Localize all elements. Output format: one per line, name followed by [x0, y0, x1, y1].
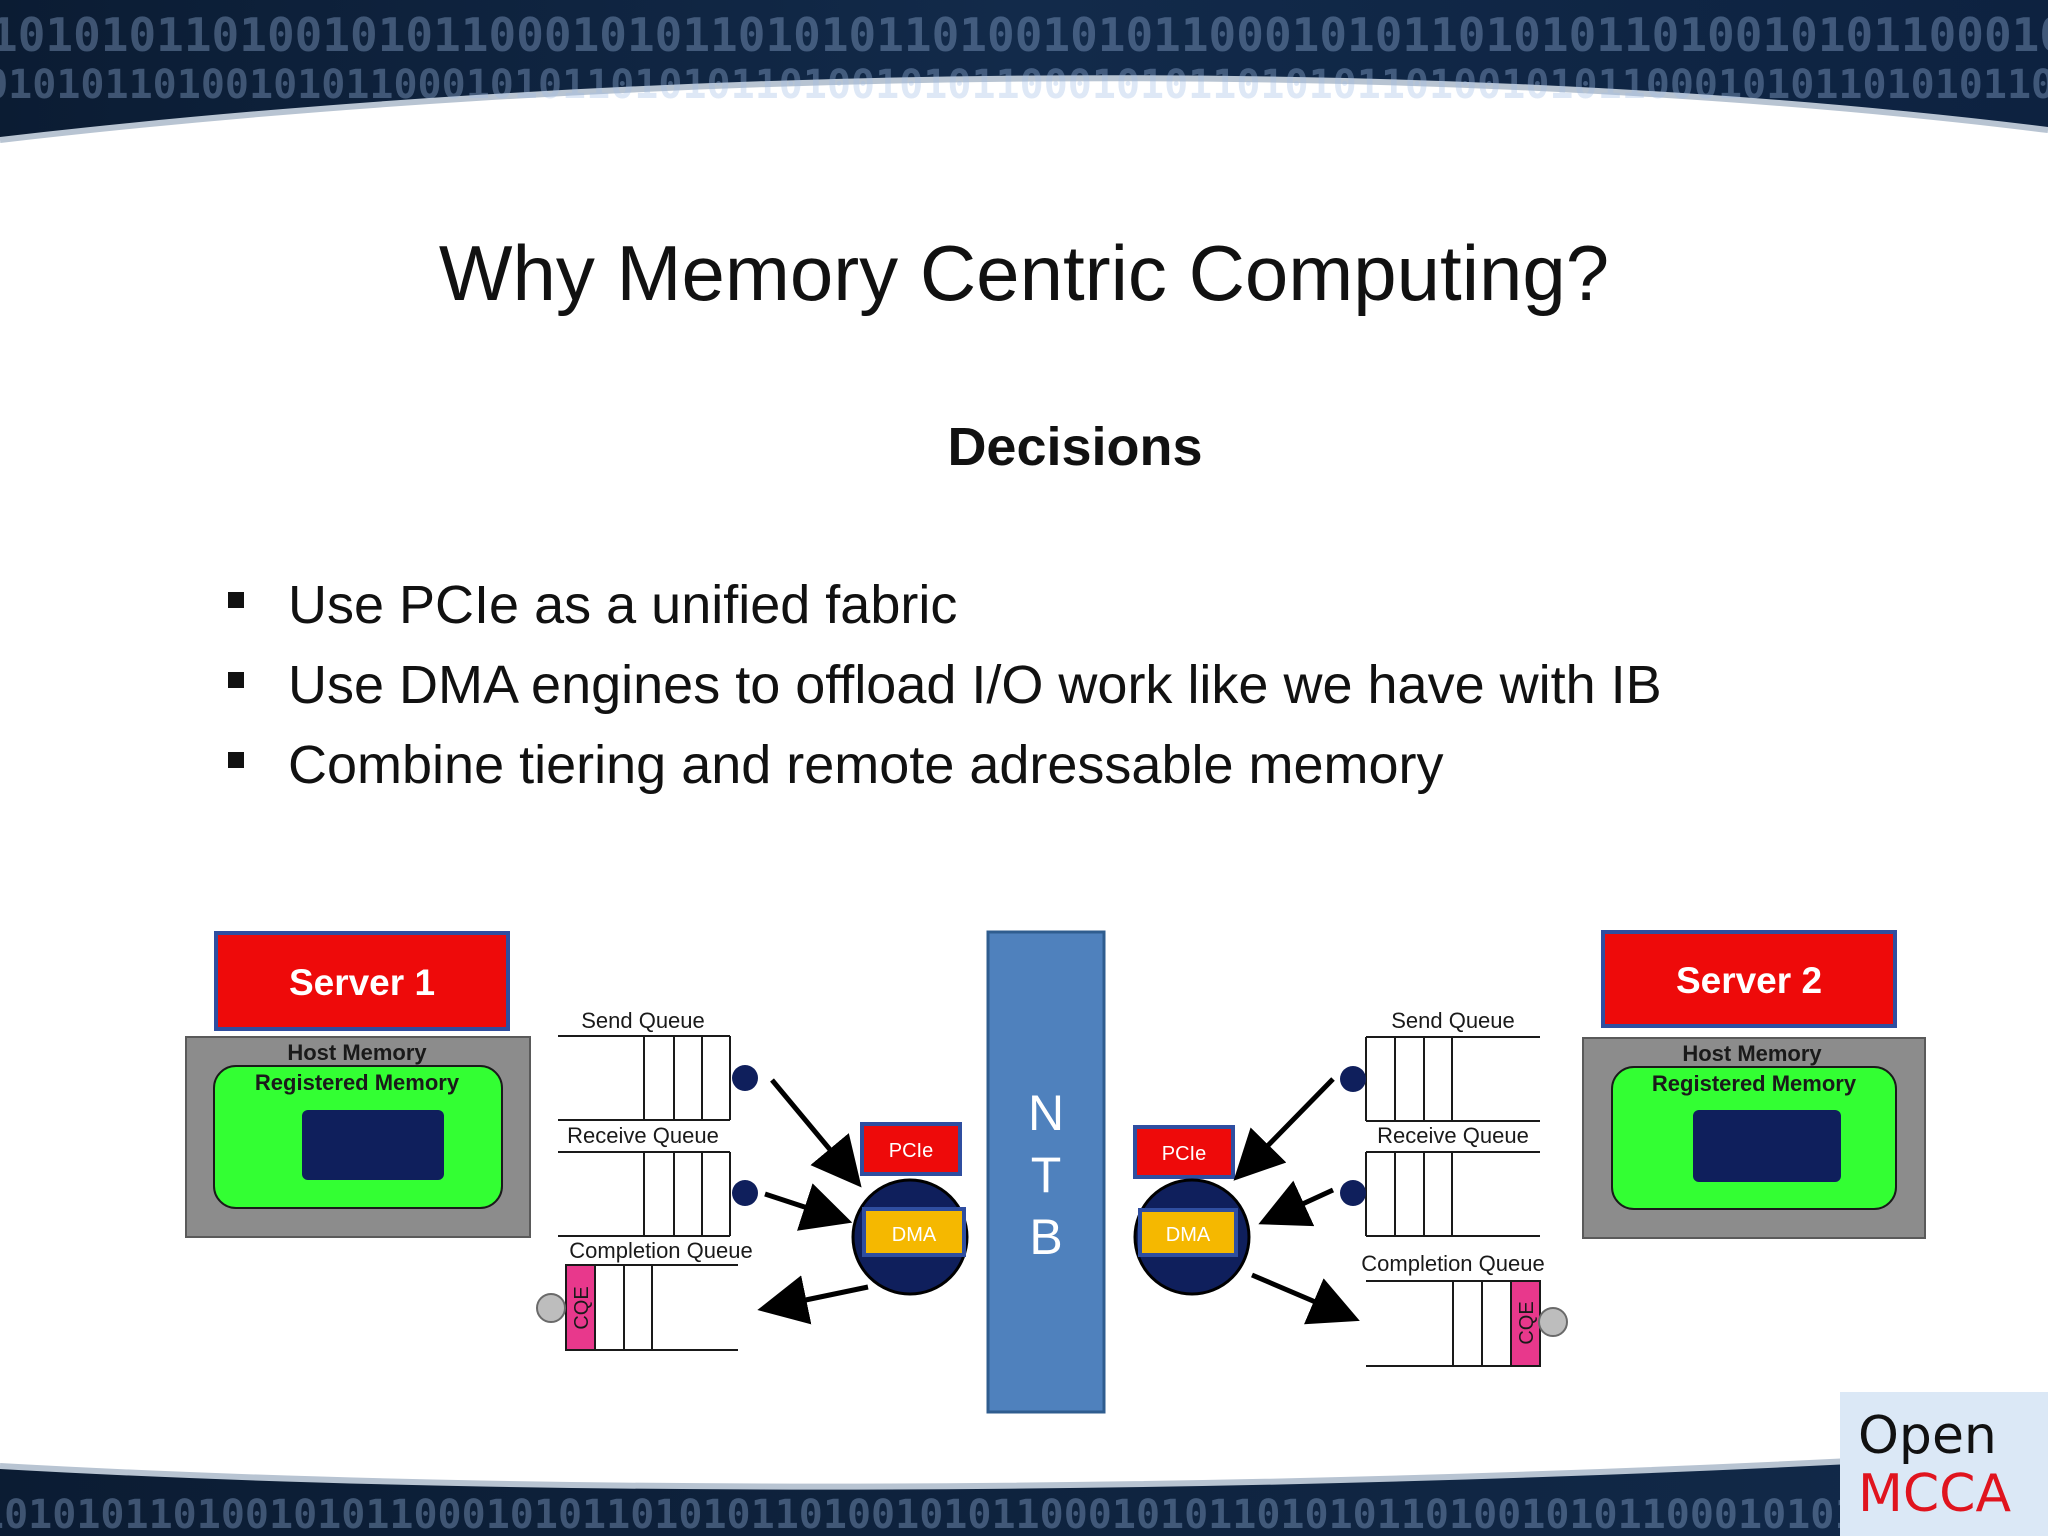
server2-pcie-box — [1133, 1125, 1235, 1179]
server1-send-queue-doorbell-icon — [732, 1065, 758, 1091]
bottom-banner: 1010101101001010110001010110101011010010… — [0, 1410, 2048, 1536]
server1-dma-label: DMA — [892, 1224, 937, 1246]
server1-host-memory-label: Host Memory — [287, 1040, 427, 1065]
ntb-letter-n: N — [1028, 1085, 1064, 1141]
server1-pcie-box — [860, 1122, 962, 1176]
logo-line-mcca: MCCA — [1858, 1464, 2012, 1524]
server2-registered-memory-label: Registered Memory — [1652, 1071, 1857, 1096]
server1-receive-arrow — [764, 1183, 853, 1231]
ntb-letter-t: T — [1031, 1147, 1062, 1203]
server1-dma-box — [862, 1207, 966, 1257]
server2-receive-arrow — [1258, 1180, 1335, 1227]
top-binary-row-1: 1010101101001010110001010110101011010010… — [0, 8, 2048, 62]
server1-memory-block — [302, 1110, 444, 1180]
server2-send-queue-doorbell-icon — [1340, 1066, 1366, 1092]
server2-receive-queue-label: Receive Queue — [1377, 1123, 1529, 1148]
slide-title: Why Memory Centric Computing? — [438, 229, 1610, 317]
server1-receive-queue-label: Receive Queue — [567, 1123, 719, 1148]
server1-pcie-label: PCIe — [889, 1140, 933, 1162]
top-banner: 1010101101001010110001010110101011010010… — [0, 0, 2048, 180]
server2-host-memory-label: Host Memory — [1682, 1041, 1822, 1066]
server2-receive-queue — [1365, 1151, 1540, 1237]
bullet-text: Use PCIe as a unified fabric — [288, 575, 958, 635]
server1-label: Server 1 — [289, 962, 435, 1003]
server2-label: Server 2 — [1676, 960, 1822, 1001]
server2-receive-queue-doorbell-icon — [1340, 1180, 1366, 1206]
bottom-banner-graphic — [0, 1410, 2048, 1536]
bullet-square-icon — [228, 592, 244, 608]
server2-completion-doorbell-icon — [1538, 1307, 1568, 1337]
slide-subtitle: Decisions — [947, 417, 1203, 477]
server2-send-queue — [1365, 1036, 1540, 1122]
bullet-text: Combine tiering and remote adressable me… — [288, 735, 1444, 795]
server2-memory-block — [1693, 1110, 1841, 1182]
server2-dma-label: DMA — [1166, 1224, 1211, 1246]
server1-cqe-label: CQE — [571, 1286, 593, 1329]
bullet-square-icon — [228, 752, 244, 768]
server1-send-arrow — [770, 1078, 862, 1188]
logo-line-open: Open — [1858, 1406, 1997, 1466]
server1-group: Server 1 Host Memory Registered Memory S… — [185, 931, 969, 1351]
server2-label-box — [1601, 930, 1897, 1028]
server1-cqe-slot — [565, 1264, 596, 1351]
server1-receive-queue-doorbell-icon — [732, 1180, 758, 1206]
server1-completion-arrow — [757, 1275, 869, 1325]
bottom-binary-row: 1010101101001010110001010110101011010010… — [0, 1492, 2048, 1536]
server1-registered-memory-label: Registered Memory — [255, 1070, 460, 1095]
bullet-square-icon — [228, 672, 244, 688]
server1-label-box — [214, 931, 510, 1031]
ntb-group: N T B — [986, 930, 1106, 1414]
ntb-letter-b: B — [1029, 1209, 1062, 1265]
server1-completion-queue-label: Completion Queue — [569, 1238, 752, 1263]
server2-pcie-label: PCIe — [1162, 1143, 1206, 1165]
top-banner-graphic — [0, 0, 2048, 180]
top-binary-row-2: 1010101101001010110001010110101011010010… — [0, 62, 2048, 108]
ntb-bar — [986, 930, 1106, 1414]
server1-send-queue-label: Send Queue — [581, 1008, 705, 1033]
open-mcca-logo: Open MCCA — [1840, 1392, 2048, 1536]
server1-receive-queue — [558, 1151, 731, 1237]
server2-cqe-label: CQE — [1516, 1301, 1538, 1344]
server2-cqe-slot — [1510, 1280, 1541, 1367]
server1-send-queue — [558, 1035, 731, 1121]
server2-send-arrow — [1233, 1077, 1335, 1181]
server2-dma-box — [1138, 1208, 1238, 1257]
server2-completion-queue-label: Completion Queue — [1361, 1251, 1544, 1276]
server1-completion-doorbell-icon — [536, 1293, 566, 1323]
server2-group: Server 2 Host Memory Registered Memory S… — [1133, 930, 1926, 1367]
server2-send-queue-label: Send Queue — [1391, 1008, 1515, 1033]
bullet-text: Use DMA engines to offload I/O work like… — [288, 655, 1662, 715]
server2-completion-arrow — [1251, 1272, 1360, 1325]
